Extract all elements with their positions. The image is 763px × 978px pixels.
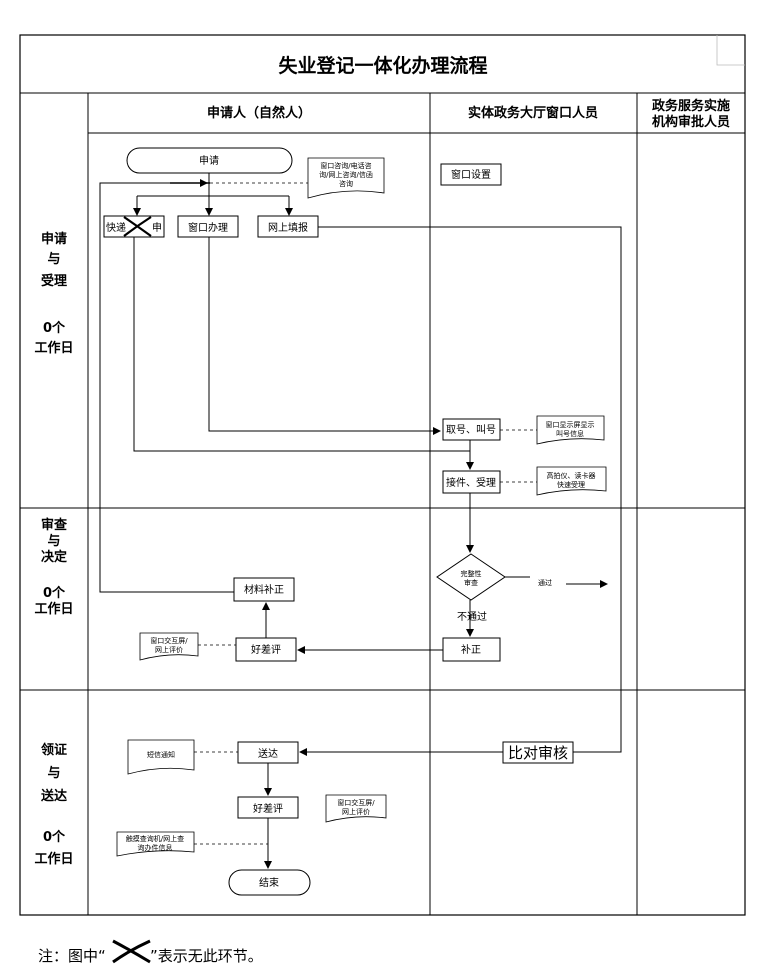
not-applicable-cross-icon bbox=[123, 216, 152, 237]
node-sms-label: 短信通知 bbox=[147, 750, 175, 759]
node-number-display-line-2: 叫号信息 bbox=[556, 429, 584, 438]
stage-3-days-1: 0个 bbox=[43, 829, 66, 845]
node-window-screen-2-line-1: 窗口交互屏/ bbox=[337, 798, 375, 807]
node-consult-line-3: 咨询 bbox=[339, 179, 353, 188]
flow-online-to-compare bbox=[318, 226, 622, 753]
node-touch-query bbox=[116, 831, 195, 857]
stage-2-days-1: 0个 bbox=[43, 585, 66, 601]
stage-3-line-3: 送达 bbox=[40, 788, 67, 804]
node-rating-1-label: 好差评 bbox=[251, 643, 281, 656]
node-window-handle-label: 窗口办理 bbox=[188, 221, 228, 234]
node-window-handle bbox=[177, 215, 239, 238]
column-header-approver-line1: 政务服务实施 bbox=[652, 98, 730, 114]
node-window-screen-2 bbox=[325, 794, 387, 823]
node-apply-label: 申请 bbox=[199, 154, 219, 167]
stage-1-line-1: 申请 bbox=[41, 231, 67, 247]
label-pass: 通过 bbox=[538, 578, 552, 587]
stage-label-1: 申请 与 受理 0个 工作日 bbox=[34, 231, 73, 356]
node-completeness-line-2: 审查 bbox=[464, 578, 478, 587]
column-header-applicant: 申请人（自然人） bbox=[207, 105, 311, 121]
node-completeness-line-1: 完整性 bbox=[461, 569, 482, 578]
node-window-setup bbox=[440, 163, 502, 186]
node-consult-line-2: 询/网上咨询/信函 bbox=[319, 170, 373, 179]
column-header-window-staff: 实体政务大厅窗口人员 bbox=[468, 105, 598, 121]
flow-express-to-receive bbox=[133, 237, 474, 470]
stage-1-line-3: 受理 bbox=[41, 273, 67, 289]
node-touch-query-line-1: 触摸查询机/网上查 bbox=[126, 834, 184, 843]
stage-2-line-3: 决定 bbox=[41, 549, 67, 565]
node-take-number-label: 取号、叫号 bbox=[446, 424, 496, 436]
stage-1-days-2: 工作日 bbox=[34, 340, 73, 356]
node-rating-2-label: 好差评 bbox=[253, 802, 283, 815]
node-touch-query-line-2: 询办件信息 bbox=[138, 843, 173, 852]
node-material-supplement-label: 材料补正 bbox=[244, 583, 284, 596]
page-title: 失业登记一体化办理流程 bbox=[278, 54, 487, 77]
stage-2-line-2: 与 bbox=[47, 534, 60, 549]
stage-1-days-1: 0个 bbox=[43, 320, 66, 336]
node-window-screen-2-line-2: 网上评价 bbox=[342, 807, 370, 816]
stage-2-days-2: 工作日 bbox=[34, 601, 73, 617]
stage-label-3: 领证 与 送达 0个 工作日 bbox=[34, 742, 73, 867]
node-number-display bbox=[536, 415, 605, 445]
outer-frame bbox=[19, 34, 746, 916]
node-correct-label: 补正 bbox=[461, 643, 481, 656]
node-number-display-line-1: 窗口显示屏显示 bbox=[546, 420, 595, 429]
node-online-fill-label: 网上填报 bbox=[268, 221, 308, 234]
node-end-label: 结束 bbox=[259, 876, 279, 889]
footnote-cross-icon bbox=[112, 939, 151, 964]
node-express-label-left: 快递 bbox=[106, 221, 126, 234]
column-header-approver-line2: 机构审批人员 bbox=[652, 114, 730, 130]
node-completeness-review bbox=[436, 553, 506, 601]
footnote-prefix: 注：图中“ bbox=[38, 947, 106, 965]
node-consult bbox=[307, 157, 385, 199]
node-consult-line-1: 窗口咨询/电话咨 bbox=[320, 161, 371, 170]
node-window-screen-1 bbox=[139, 632, 199, 661]
stage-label-2: 审查 与 决定 0个 工作日 bbox=[34, 517, 73, 617]
node-material-supplement bbox=[233, 577, 295, 602]
node-express-label-right: 申 bbox=[152, 221, 162, 234]
node-scanner bbox=[536, 466, 607, 496]
node-scanner-line-2: 快速受理 bbox=[557, 480, 585, 489]
footnote-suffix: ”表示无此环节。 bbox=[150, 947, 263, 965]
node-window-screen-1-line-1: 窗口交互屏/ bbox=[150, 636, 188, 645]
flow-supplement-return bbox=[99, 182, 234, 593]
flow-window-to-take-number bbox=[208, 237, 441, 435]
stage-1-line-2: 与 bbox=[47, 252, 60, 267]
label-fail: 不通过 bbox=[457, 610, 487, 623]
corner-mark bbox=[716, 35, 745, 66]
stage-3-line-2: 与 bbox=[47, 766, 60, 781]
node-compare-review-label: 比对审核 bbox=[508, 744, 568, 762]
stage-3-line-1: 领证 bbox=[41, 742, 67, 758]
node-take-number bbox=[442, 418, 501, 441]
node-end bbox=[228, 869, 311, 896]
stage-3-days-2: 工作日 bbox=[34, 851, 73, 867]
node-scanner-line-1: 高拍仪、读卡器 bbox=[547, 471, 596, 480]
node-deliver-label: 送达 bbox=[258, 747, 278, 760]
node-receive-label: 接件、受理 bbox=[446, 476, 496, 489]
node-window-setup-label: 窗口设置 bbox=[451, 168, 491, 181]
node-window-screen-1-line-2: 网上评价 bbox=[155, 645, 183, 654]
stage-2-line-1: 审查 bbox=[41, 517, 68, 533]
node-sms bbox=[127, 739, 195, 775]
